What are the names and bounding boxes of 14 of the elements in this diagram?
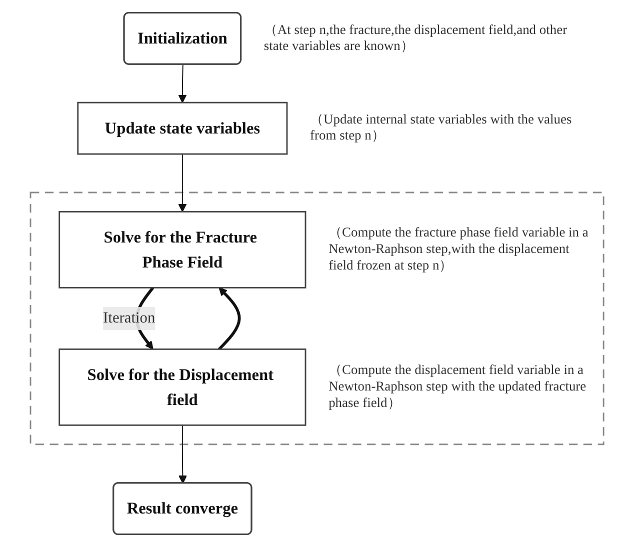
note-text: （Update internal state variables with the values from step n） [310, 113, 572, 144]
process-box: Update state variables [77, 102, 288, 155]
process-box: Result converge [112, 482, 252, 536]
process-box: Solve for the Fracture Phase Field [58, 211, 306, 288]
process-box: Solve for the Displacement field [58, 348, 306, 426]
arrow [178, 154, 187, 212]
edge-label: Iteration [103, 306, 156, 330]
arrow [178, 64, 187, 103]
note-text: （Compute the displacement field variable in a Newton-Raphson step with the updated fracture phase field） [328, 364, 586, 411]
note-text: （Compute the fracture phase field variable in a Newton-Raphson step,with the displacement field frozen at step n） [328, 226, 588, 274]
process-box: Initialization [123, 12, 242, 65]
arrow [218, 287, 241, 350]
arrow [178, 424, 187, 484]
note-text: （At step n,the fracture,the displacement field,and other state variables are known） [264, 23, 568, 54]
